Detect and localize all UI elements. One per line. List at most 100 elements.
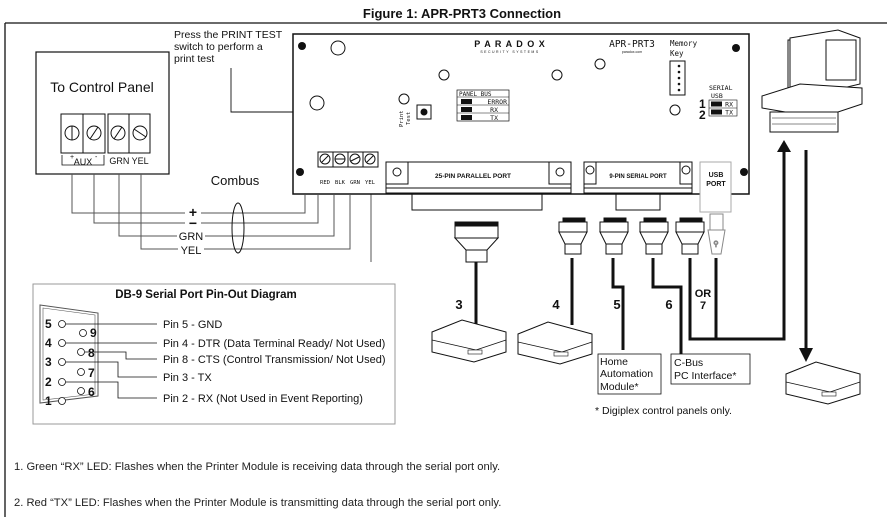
brand-logo: P A R A D O X [474,39,546,49]
serial-tx-led [711,109,722,115]
control-panel-title: To Control Panel [50,79,154,95]
serial-rx-led [711,101,722,107]
aux-label: AUX [74,157,93,167]
svg-text:Press the PRINT TEST: Press the PRINT TEST [174,29,283,41]
svg-text:ERROR: ERROR [487,98,507,106]
mount-hole-icon [296,168,304,176]
svg-text:USB: USB [709,172,724,179]
svg-text:5: 5 [45,317,52,331]
standoff-icon [398,93,410,105]
screw-icon [349,153,361,165]
screw-icon [132,125,148,141]
cbus-pc-interface: C-Bus PC Interface* [670,353,751,385]
pin-2 [58,378,66,386]
pin-3 [58,358,66,366]
db9-connector-outline [39,304,99,404]
svg-text:9-PIN SERIAL PORT: 9-PIN SERIAL PORT [609,174,667,180]
pin-5 [58,320,66,328]
svg-text:print test: print test [174,53,214,65]
svg-text:YEL: YEL [181,245,202,257]
svg-text:+: + [189,204,197,220]
cable-bundle-icon [231,202,245,254]
svg-text:3: 3 [45,355,52,369]
svg-text:SERIAL: SERIAL [709,84,733,92]
svg-text:8: 8 [88,346,95,360]
svg-text:PC Interface*: PC Interface* [674,370,736,382]
serial-usb-leds: SERIAL USB 1 2 RX TX [699,84,738,122]
footnote: * Digiplex control panels only. [595,405,732,417]
pin-8 [77,348,85,356]
svg-text:PANEL BUS: PANEL BUS [459,91,492,98]
grn-yel-label: GRN YEL [109,156,148,166]
screw-icon [334,153,346,165]
printer-icon [517,321,593,365]
svg-text:OR: OR [695,288,712,300]
svg-text:GRN: GRN [350,180,360,186]
svg-text:Key: Key [670,49,684,58]
svg-text:1: 1 [45,394,52,408]
svg-text:2: 2 [699,108,706,122]
standoff-icon [594,58,606,70]
standoff-icon [669,104,681,116]
mount-hole-icon [732,44,740,52]
standoff-icon [551,69,563,81]
svg-text:TX: TX [490,114,498,122]
svg-text:7: 7 [700,300,706,312]
db9-title: DB-9 Serial Port Pin-Out Diagram [115,289,296,301]
printer-icon [431,319,507,363]
brand-subtitle: SECURITY SYSTEMS [480,50,539,54]
module-terminal-block: RED BLK GRN YEL [317,151,379,186]
svg-text:RX: RX [725,101,733,109]
print-test-label: Print [399,110,405,127]
db25-plug-icon [453,221,500,263]
control-panel-terminals [60,113,151,154]
svg-text:9: 9 [90,326,97,340]
svg-text:BLK: BLK [335,180,346,186]
svg-text:25-PIN PARALLEL PORT: 25-PIN PARALLEL PORT [435,173,511,180]
model-name: APR-PRT3 [609,39,655,50]
db9-plug-icon [558,217,588,255]
serial-port[interactable]: 9-PIN SERIAL PORT [583,161,693,211]
computer-icon [761,29,863,133]
standoff-icon [330,40,346,56]
svg-text:4: 4 [552,297,560,312]
tx-led [461,115,472,120]
pin-9 [79,329,87,337]
svg-text:6: 6 [88,385,95,399]
combus-label: Combus [211,173,260,188]
apr-prt3-module: P A R A D O X SECURITY SYSTEMS APR-PRT3 … [292,33,750,213]
svg-text:4: 4 [45,336,52,350]
screw-icon [364,153,376,165]
aux-plus: + [70,154,74,161]
parallel-port[interactable]: 25-PIN PARALLEL PORT [385,161,572,211]
usb-port[interactable]: USB PORT [699,161,732,213]
svg-text:7: 7 [88,366,95,380]
model-website: paradox.com [622,50,642,54]
standoff-icon [438,69,450,81]
figure-title: Figure 1: APR-PRT3 Connection [363,6,561,21]
connection-numbers: 3 4 5 6 OR 7 [455,288,711,312]
db9-plug-icon [599,217,629,255]
rx-led [461,107,472,112]
svg-text:RX: RX [490,106,498,114]
svg-text:Pin 8 - CTS (Control Transmiss: Pin 8 - CTS (Control Transmission/ Not U… [163,354,386,366]
pin-7 [77,368,85,376]
svg-text:Automation: Automation [600,368,653,380]
svg-text:⚲: ⚲ [713,240,718,248]
memory-key-connector [669,60,686,96]
svg-text:Pin 2 - RX (Not Used in Event: Pin 2 - RX (Not Used in Event Reporting) [163,393,363,405]
note-rx-led: 1. Green “RX” LED: Flashes when the Prin… [14,461,501,473]
pin-4 [58,339,66,347]
standoff-icon [309,95,325,111]
error-led [461,99,472,104]
arrow-down-icon [799,348,813,362]
svg-text:1: 1 [699,97,706,111]
aux-minus: - [95,154,98,161]
note-tx-led: 2. Red “TX” LED: Flashes when the Printe… [14,497,502,509]
home-automation-module: Home Automation Module* [597,353,662,395]
svg-text:C-Bus: C-Bus [674,357,703,369]
svg-text:YEL: YEL [365,180,376,186]
mount-hole-icon [298,42,306,50]
svg-text:3: 3 [455,297,462,312]
